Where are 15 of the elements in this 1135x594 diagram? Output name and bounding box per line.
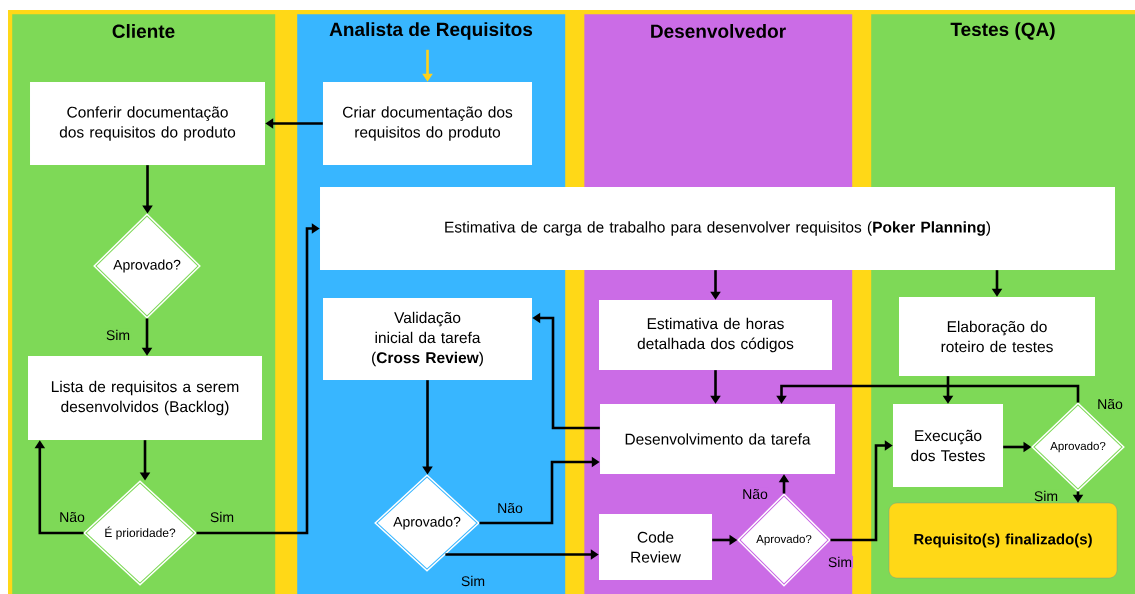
- process-box: Elaboração do roteiro de testes: [899, 297, 1095, 376]
- process-box: Conferir documentação dos requisitos do produto: [30, 82, 265, 165]
- process-box: Estimativa de horas detalhada dos códigos: [599, 300, 832, 370]
- lane-heading: Analista de Requisitos: [329, 22, 533, 40]
- lane-heading: Desenvolvedor: [651, 24, 786, 38]
- lane-heading: Testes (QA): [950, 22, 1055, 40]
- lane-heading: Cliente: [112, 24, 175, 38]
- process-box: Code Review: [599, 514, 712, 580]
- process-box: Desenvolvimento da tarefa: [600, 404, 835, 474]
- process-box: Lista de requisitos a serem desenvolvidos (Backlog): [28, 356, 262, 440]
- end-box: Requisito(s) finalizado(s): [888, 502, 1118, 579]
- process-box: Validação inicial da tarefa (Cross Review): [323, 298, 532, 380]
- process-box: Execução dos Testes: [893, 404, 1003, 487]
- process-box: Criar documentação dos requisitos do produto: [323, 82, 532, 165]
- process-box: Estimativa de carga de trabalho para desenvolver requisitos (Poker Planning): [320, 187, 1115, 270]
